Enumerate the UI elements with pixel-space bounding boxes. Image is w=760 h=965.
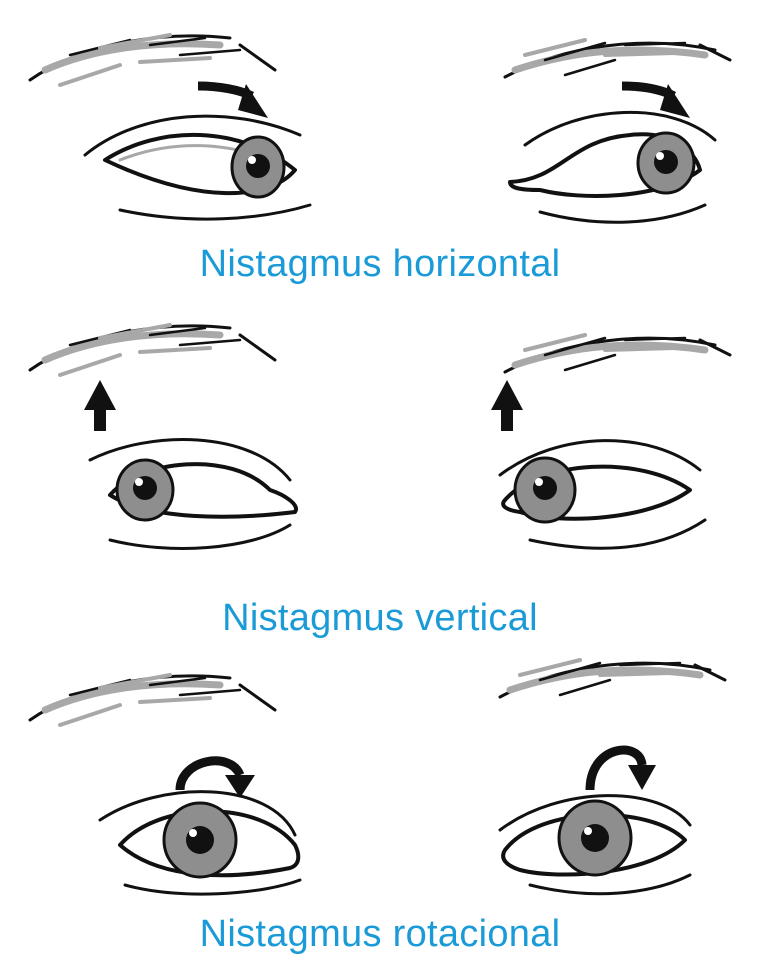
left-eyebrow [30,675,275,725]
caption-rotational-nystagmus: Nistagmus rotacional [0,913,760,956]
left-eye [90,440,296,549]
right-eyebrow [505,335,730,372]
left-eyebrow [30,35,275,85]
up-arrow-icon [491,380,523,431]
right-eyebrow [505,40,730,77]
curved-clockwise-arrow-icon [590,750,656,790]
right-eye [500,441,705,549]
row-vertical [30,325,730,548]
right-eyebrow [500,660,725,697]
caption-vertical-nystagmus: Nistagmus vertical [0,597,760,640]
up-arrow-icon [84,380,116,431]
caption-horizontal-nystagmus: Nistagmus horizontal [0,243,760,286]
left-eye [100,792,300,894]
row-horizontal [30,35,730,222]
right-eye [510,112,715,222]
right-eye [500,796,690,894]
left-eyebrow [30,325,275,375]
left-eye [85,116,310,219]
row-rotational [30,660,725,894]
right-arrow-icon [198,84,268,118]
